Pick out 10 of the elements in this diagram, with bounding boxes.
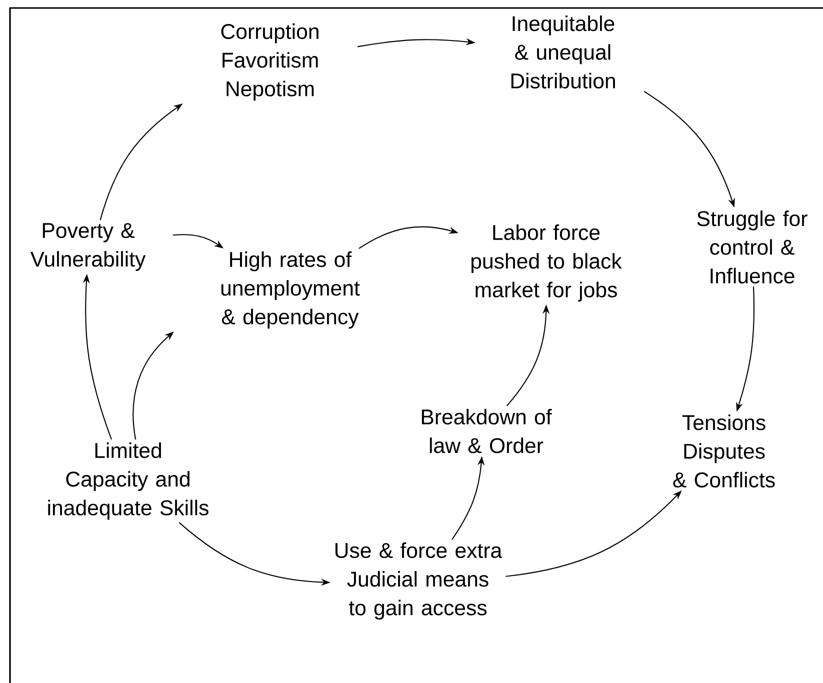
node-text: Corruption Favoritism Nepotism: [221, 23, 318, 101]
node-text: Breakdown of law & Order: [422, 408, 552, 454]
node-text: Use & force extra Judicial means to gain access: [335, 542, 502, 620]
node-text: Tensions Disputes & Conflicts: [673, 414, 775, 488]
node-text: Labor force pushed to black market for jobs: [471, 224, 622, 302]
node-text: Poverty & Vulnerability: [30, 223, 146, 271]
node-text: High rates of unemployment & dependency: [221, 251, 360, 329]
node-text: Limited Capacity and inadequate Skills: [48, 442, 208, 520]
node-text: Inequitable & unequal Distribution: [511, 16, 615, 88]
node-text: Struggle for control & Influence: [697, 210, 808, 284]
